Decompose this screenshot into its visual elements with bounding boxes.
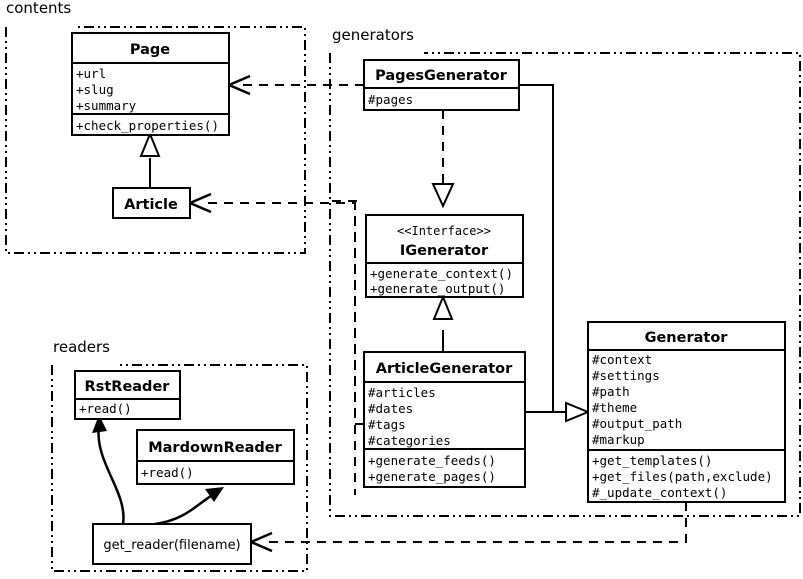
- class-attribute: #settings: [592, 368, 660, 383]
- class-method: +generate_pages(): [368, 469, 496, 484]
- package-readers: readers: [51, 338, 308, 572]
- class-name-article-generator: ArticleGenerator: [376, 361, 513, 377]
- class-attribute: #markup: [592, 432, 645, 447]
- class-attribute: +url: [76, 66, 106, 81]
- class-method: +read(): [79, 401, 132, 416]
- function-box-get-reader[interactable]: get_reader(filename): [92, 523, 252, 565]
- class-box-rst-reader[interactable]: RstReader +read(): [74, 370, 181, 420]
- relation-get-reader-returns-mardownreader: [154, 487, 224, 526]
- class-name-igenerator: IGenerator: [400, 243, 489, 259]
- class-box-article-generator[interactable]: ArticleGenerator #articles #dates #tags …: [363, 351, 526, 488]
- class-method: +generate_feeds(): [368, 453, 496, 468]
- class-box-igenerator[interactable]: <<Interface>> IGenerator +generate_conte…: [365, 214, 524, 298]
- class-name-rst-reader: RstReader: [85, 379, 171, 395]
- package-generators: generators: [329, 26, 801, 517]
- function-name-get-reader: get_reader(filename): [103, 538, 240, 553]
- package-contents: contents: [5, 0, 306, 254]
- class-method: #_update_context(): [592, 485, 727, 500]
- class-attribute: +summary: [76, 98, 137, 113]
- relation-pagesgenerator-realizes-igenerator: [431, 110, 455, 209]
- class-method: +get_files(path,exclude): [592, 469, 773, 484]
- class-method: +check_properties(): [76, 118, 219, 133]
- class-name-generator: Generator: [645, 330, 729, 346]
- package-generators-label: generators: [332, 26, 414, 44]
- class-attribute: #path: [592, 384, 630, 399]
- class-attribute: +slug: [76, 82, 114, 97]
- class-attribute: #theme: [592, 400, 637, 415]
- class-method: +get_templates(): [592, 453, 712, 468]
- class-attribute: #articles: [368, 385, 436, 400]
- package-readers-label: readers: [53, 338, 110, 356]
- class-stereotype-igenerator: <<Interface>>: [397, 224, 491, 238]
- class-method: +generate_output(): [370, 281, 505, 296]
- class-box-pages-generator[interactable]: PagesGenerator #pages: [363, 59, 520, 111]
- class-name-article: Article: [124, 197, 178, 213]
- class-attribute: #dates: [368, 401, 413, 416]
- class-attribute: #tags: [368, 417, 406, 432]
- class-box-mardown-reader[interactable]: MardownReader +read(): [136, 429, 295, 485]
- class-attribute: #categories: [368, 433, 451, 448]
- relation-article-inherits-page: [139, 131, 161, 188]
- package-contents-label: contents: [6, 0, 71, 17]
- class-attribute: #context: [592, 352, 652, 367]
- class-name-pages-generator: PagesGenerator: [375, 68, 508, 84]
- relation-get-reader-returns-rstreader: [92, 415, 125, 525]
- relation-generators-inherit-generator: [519, 84, 591, 423]
- class-method: +generate_context(): [370, 266, 513, 281]
- class-name-mardown-reader: MardownReader: [148, 440, 282, 456]
- class-method: +read(): [141, 465, 194, 480]
- class-name-page: Page: [130, 42, 170, 58]
- class-box-generator[interactable]: Generator #context #settings #path #them…: [587, 321, 786, 503]
- class-attribute: #pages: [368, 92, 413, 107]
- relation-articlegenerator-inherits-igenerator: [432, 294, 454, 352]
- class-box-article[interactable]: Article: [112, 187, 191, 219]
- relation-articlegenerator-uses-article: [186, 192, 364, 425]
- relation-pagesgenerator-uses-page: [225, 74, 364, 96]
- relation-generator-uses-get-reader: [247, 502, 687, 553]
- class-box-page[interactable]: Page +url +slug +summary +check_properti…: [71, 32, 230, 136]
- class-attribute: #output_path: [592, 416, 682, 431]
